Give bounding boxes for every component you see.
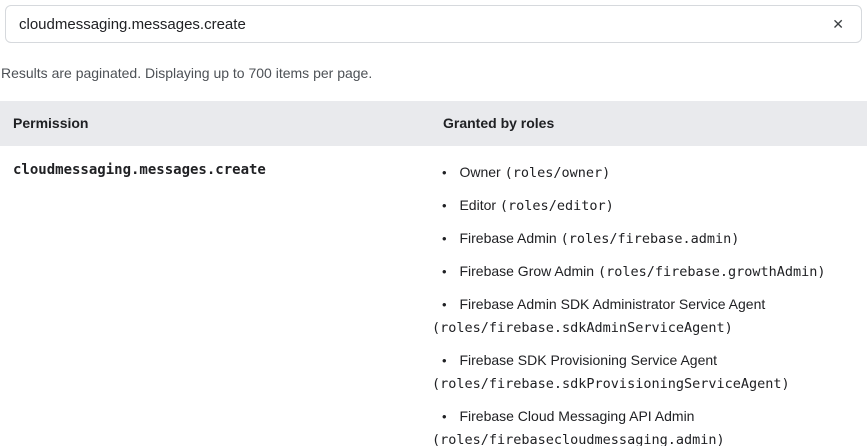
role-name: Firebase Admin [459,230,557,246]
clear-search-icon[interactable]: ✕ [832,16,844,32]
table-row: cloudmessaging.messages.create • Owner (… [0,146,867,446]
role-code: (roles/firebase.sdkAdminServiceAgent) [432,320,733,336]
role-name: Firebase Cloud Messaging API Admin [459,408,695,424]
bullet-icon: • [442,165,447,180]
role-code: (roles/editor) [499,198,614,214]
permission-cell: cloudmessaging.messages.create [0,146,430,446]
bullet-icon: • [442,198,447,213]
role-list-item: • Editor (roles/editor) [432,194,854,217]
bullet-icon: • [442,353,447,368]
column-header-permission: Permission [0,101,430,146]
role-code: (roles/firebase.admin) [560,231,740,247]
role-list-item: • Firebase Admin (roles/firebase.admin) [432,227,854,250]
bullet-icon: • [442,409,447,424]
search-input[interactable] [6,15,825,33]
role-list-item: • Firebase Cloud Messaging API Admin (ro… [432,405,854,446]
granted-roles-list: • Owner (roles/owner) • Editor (roles/ed… [432,161,854,446]
role-list-item: • Firebase Grow Admin (roles/firebase.gr… [432,260,854,283]
role-code: (roles/firebasecloudmessaging.admin) [432,432,725,446]
role-list-item: • Owner (roles/owner) [432,161,854,184]
role-code: (roles/firebase.sdkProvisioningServiceAg… [432,376,790,392]
permissions-table: Permission Granted by roles cloudmessagi… [0,101,867,446]
table-header-row: Permission Granted by roles [0,101,867,146]
column-header-granted-by-roles: Granted by roles [430,101,867,146]
role-list-item: • Firebase Admin SDK Administrator Servi… [432,293,854,339]
role-name: Firebase Grow Admin [459,263,595,279]
bullet-icon: • [442,264,447,279]
search-box: ✕ [5,5,862,43]
role-list-item: • Firebase SDK Provisioning Service Agen… [432,349,854,395]
role-name: Firebase Admin SDK Administrator Service… [459,296,766,312]
role-name: Owner [459,164,501,180]
role-name: Firebase SDK Provisioning Service Agent [459,352,718,368]
role-name: Editor [459,197,497,213]
role-code: (roles/owner) [504,165,611,181]
role-code: (roles/firebase.growthAdmin) [597,264,826,280]
bullet-icon: • [442,297,447,312]
permissions-reference-page: ✕ Results are paginated. Displaying up t… [0,5,867,446]
pagination-note: Results are paginated. Displaying up to … [1,65,373,81]
granted-by-roles-cell: • Owner (roles/owner) • Editor (roles/ed… [430,146,867,446]
permission-name: cloudmessaging.messages.create [13,162,266,178]
bullet-icon: • [442,231,447,246]
